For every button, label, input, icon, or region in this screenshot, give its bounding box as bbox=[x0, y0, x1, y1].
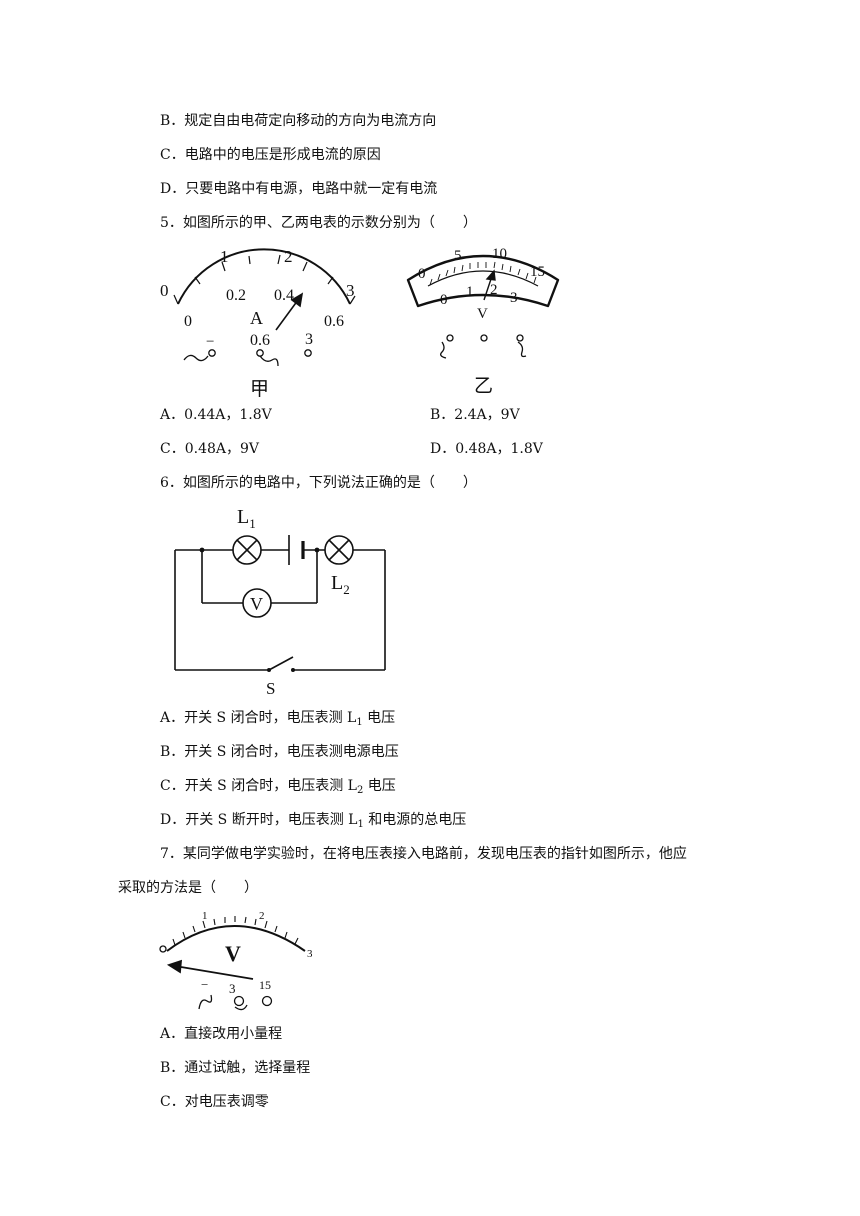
q7-voltmeter-figure: 1 2 3 V − 3 15 bbox=[159, 910, 313, 1011]
q7-option-b: B．通过试触，选择量程 bbox=[160, 1060, 311, 1076]
ammeter-figure: 0 1 2 3 0 0.2 0.4 0.6 A − 0.6 3 甲 bbox=[160, 247, 356, 400]
voltmeter-unit: V bbox=[477, 306, 488, 322]
lamp-l1-icon bbox=[232, 535, 262, 565]
ammeter-terminals bbox=[183, 349, 312, 367]
q4-option-d: D．只要电路中有电源，电路中就一定有电流 bbox=[160, 181, 438, 197]
voltmeter-pointer bbox=[483, 269, 496, 301]
q7-stem-line1: 7．某同学做电学实验时，在将电压表接入电路前，发现电压表的指针如图所示，他应 bbox=[160, 846, 687, 862]
q7-pointer bbox=[166, 959, 254, 980]
q6-option-a: A．开关 S 闭合时，电压表测 L1 电压 bbox=[160, 710, 396, 728]
voltmeter-top-tick: 10 bbox=[492, 246, 507, 262]
q7-option-c: C．对电压表调零 bbox=[160, 1094, 269, 1110]
voltmeter-top-tick: 0 bbox=[418, 266, 426, 282]
q5-option-a: A．0.44A，1.8V bbox=[160, 407, 272, 423]
lamp-l2-label: L2 bbox=[331, 572, 350, 597]
switch-label: S bbox=[266, 679, 275, 698]
junction-dots bbox=[199, 547, 320, 672]
q7-terminal-label: 3 bbox=[229, 981, 236, 996]
q7-scale-ticks bbox=[172, 916, 299, 946]
ammeter-bottom-tick: 0.4 bbox=[274, 287, 294, 304]
voltmeter-label: 乙 bbox=[474, 376, 493, 397]
q4-option-b: B．规定自由电荷定向移动的方向为电流方向 bbox=[160, 113, 437, 129]
voltmeter-top-tick: 5 bbox=[454, 248, 462, 264]
ammeter-top-tick: 3 bbox=[346, 281, 355, 300]
q5-option-c: C．0.48A，9V bbox=[160, 441, 260, 457]
q5-stem: 5．如图所示的甲、乙两电表的示数分别为（ ） bbox=[160, 215, 477, 231]
ammeter-bottom-tick: 0 bbox=[184, 313, 192, 330]
ammeter-bottom-tick: 0.6 bbox=[324, 313, 344, 330]
voltmeter-bottom-tick: 2 bbox=[490, 282, 498, 298]
q7-terminals bbox=[198, 994, 273, 1011]
ammeter-unit: A bbox=[250, 308, 263, 328]
q7-top-tick: 3 bbox=[307, 948, 313, 960]
q7-meter-unit: V bbox=[225, 941, 241, 966]
voltmeter-terminals bbox=[440, 334, 527, 359]
ammeter-terminal-label: 0.6 bbox=[250, 332, 270, 349]
voltmeter-top-tick: 15 bbox=[530, 264, 545, 280]
q7-top-tick: 1 bbox=[202, 910, 208, 922]
ammeter-bottom-tick: 0.2 bbox=[226, 287, 246, 304]
q6-option-b: B．开关 S 闭合时，电压表测电源电压 bbox=[160, 744, 399, 760]
circuit-voltmeter-label: V bbox=[250, 594, 263, 614]
voltmeter-bottom-tick: 0 bbox=[440, 292, 448, 308]
ammeter-top-tick: 0 bbox=[160, 281, 169, 300]
voltmeter-bottom-tick: 1 bbox=[466, 284, 474, 300]
q5-option-d: D．0.48A，1.8V bbox=[430, 441, 543, 457]
q5-option-b: B．2.4A，9V bbox=[430, 407, 520, 423]
voltmeter-figure: 0 5 10 15 0 1 2 3 V 乙 bbox=[406, 246, 560, 397]
voltmeter-scale-ticks bbox=[429, 261, 537, 286]
q6-option-d: D．开关 S 断开时，电压表测 L1 和电源的总电压 bbox=[160, 812, 467, 830]
q7-top-tick: 2 bbox=[259, 910, 265, 922]
q7-terminal-label: − bbox=[201, 977, 208, 992]
ammeter-terminal-label: 3 bbox=[305, 331, 313, 348]
q7-option-a: A．直接改用小量程 bbox=[160, 1026, 283, 1042]
circuit-diagram: V L1 L2 S bbox=[174, 506, 386, 698]
ammeter-terminal-label: − bbox=[206, 334, 214, 350]
ammeter-scale-ticks bbox=[173, 254, 356, 305]
ammeter-top-tick: 2 bbox=[284, 247, 293, 266]
q6-option-c: C．开关 S 闭合时，电压表测 L2 电压 bbox=[160, 778, 396, 796]
voltmeter-icon: V bbox=[242, 588, 272, 618]
q6-stem: 6．如图所示的电路中，下列说法正确的是（ ） bbox=[160, 475, 477, 491]
ammeter-pointer bbox=[275, 292, 304, 331]
lamp-l1-label: L1 bbox=[237, 506, 256, 531]
ammeter-top-tick: 1 bbox=[220, 247, 229, 266]
q7-terminal-label: 15 bbox=[259, 978, 271, 992]
q4-option-c: C．电路中的电压是形成电流的原因 bbox=[160, 147, 381, 163]
ammeter-label: 甲 bbox=[250, 379, 269, 400]
voltmeter-bottom-tick: 3 bbox=[510, 290, 518, 306]
battery-icon bbox=[288, 535, 305, 565]
q7-stem-line2: 采取的方法是（ ） bbox=[118, 880, 258, 896]
lamp-l2-icon bbox=[324, 535, 354, 565]
